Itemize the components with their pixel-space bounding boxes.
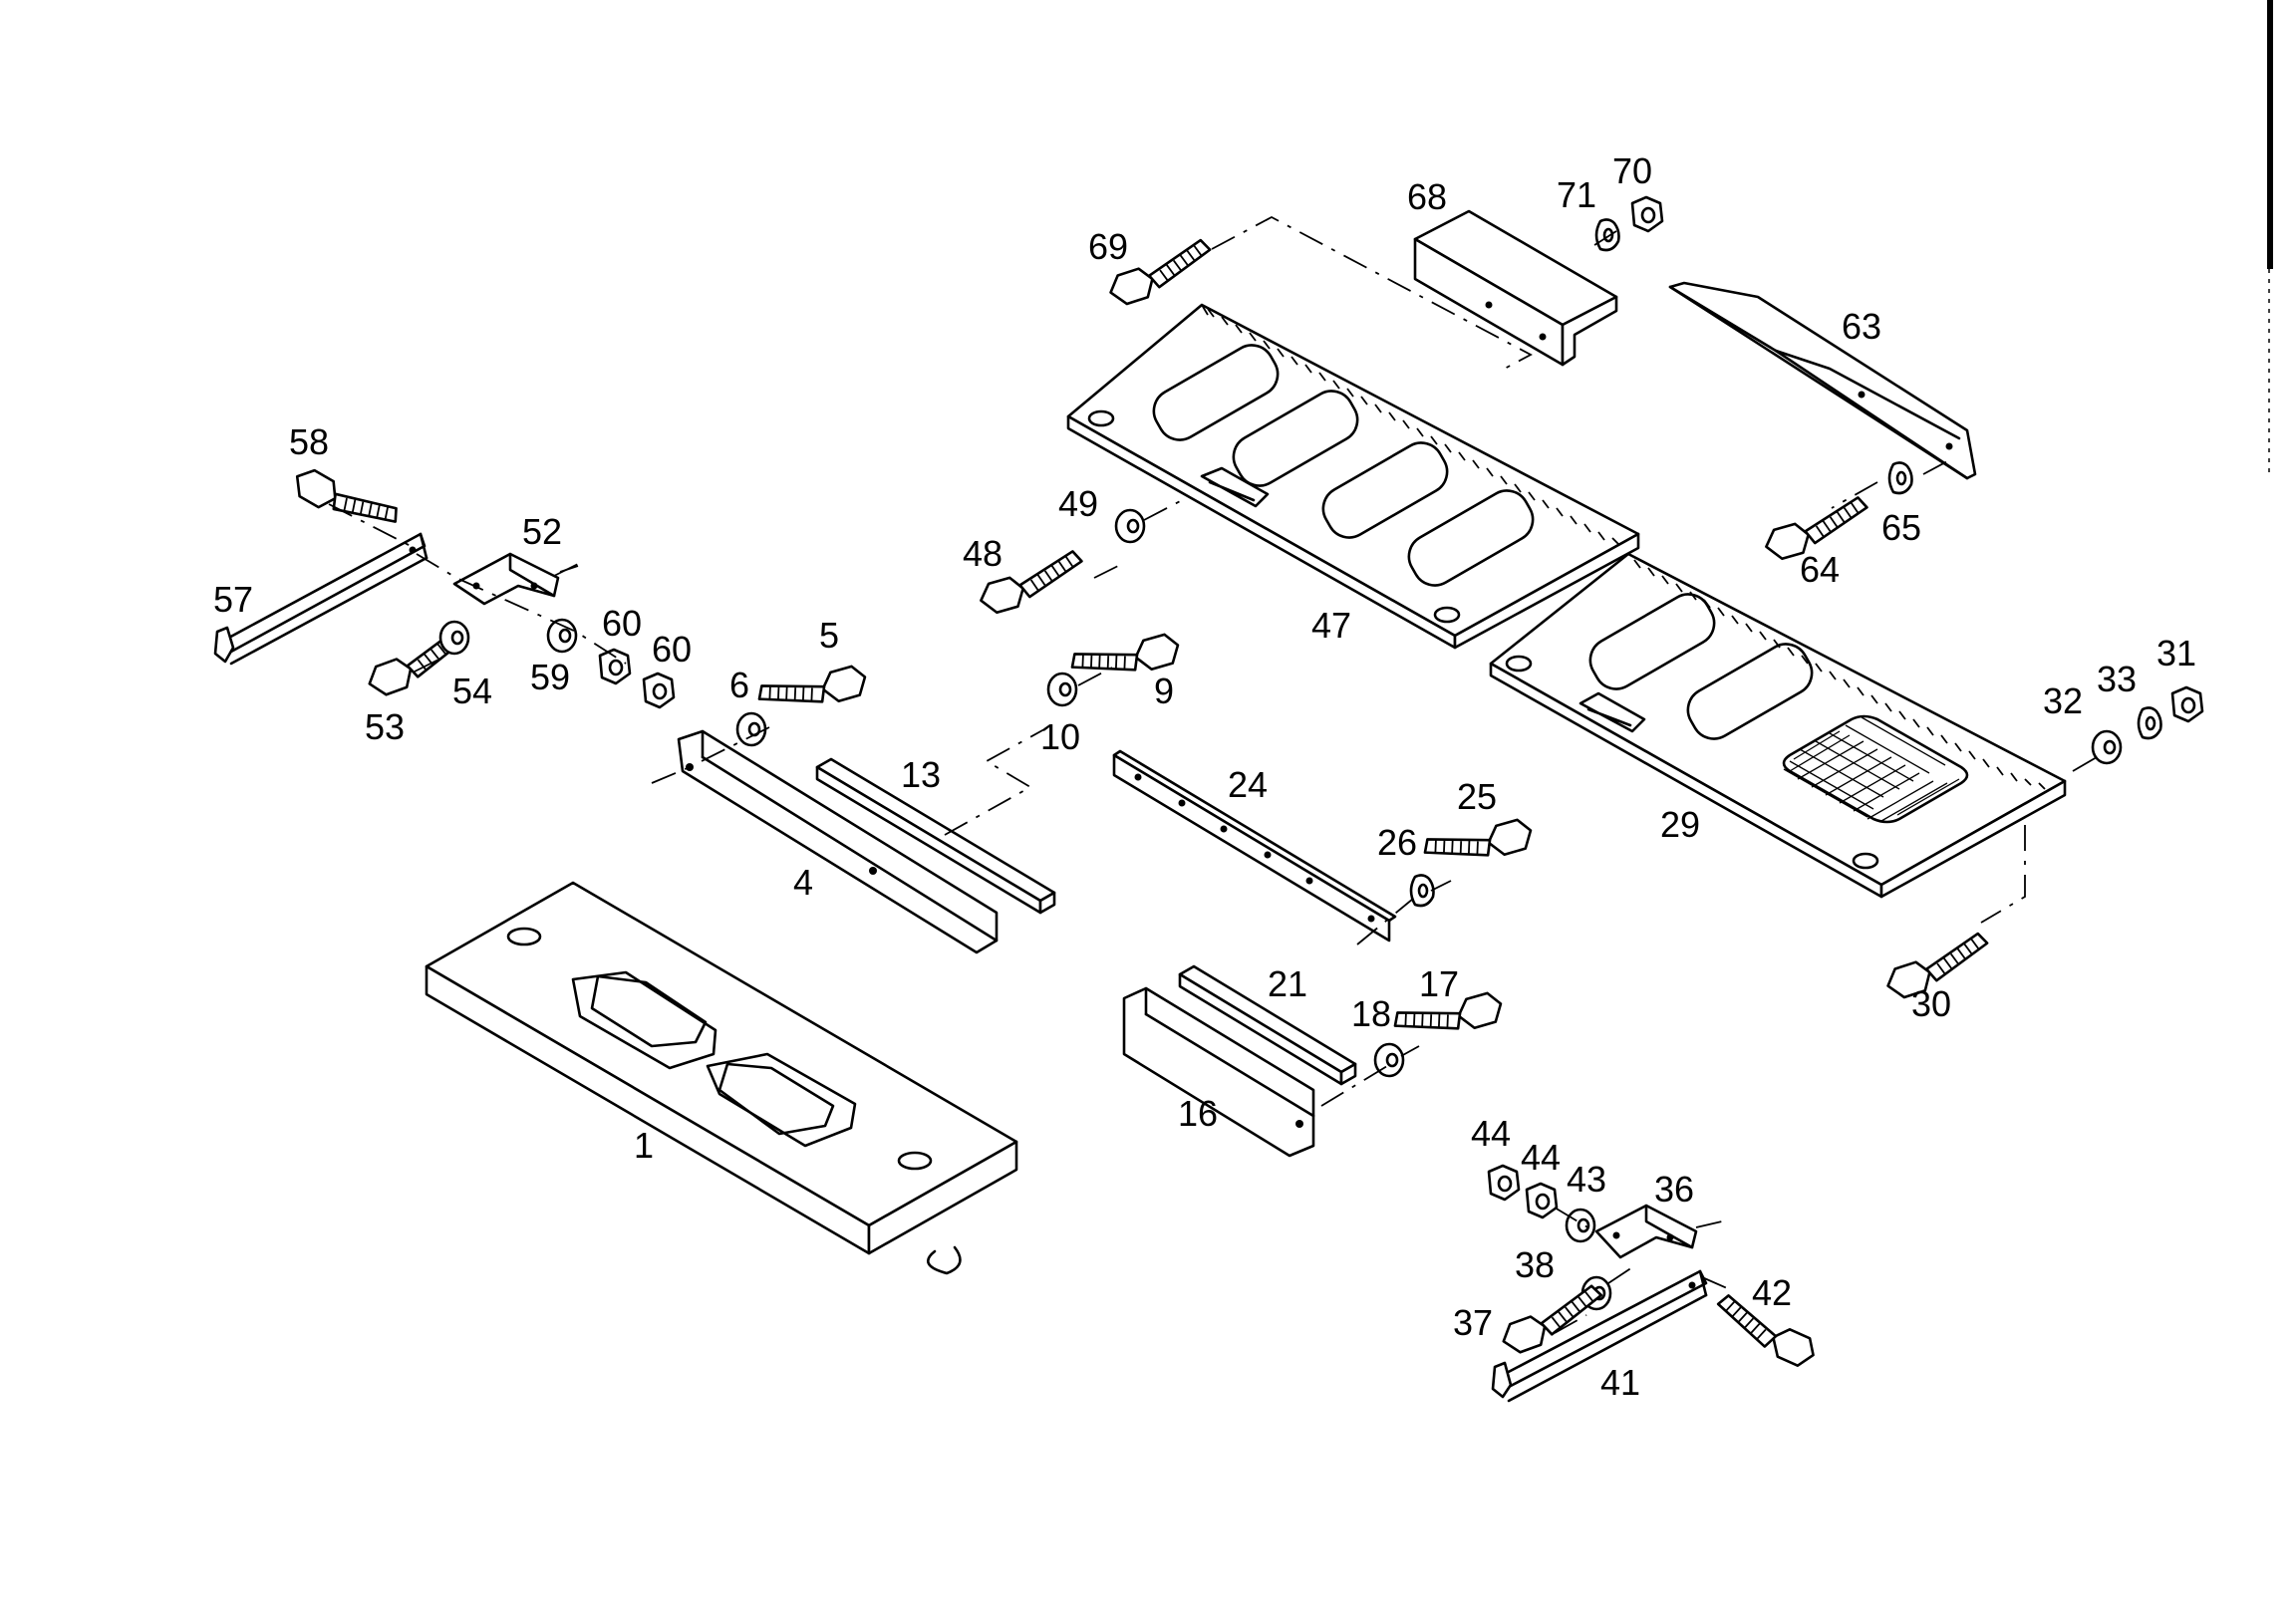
nut-60a <box>598 648 632 685</box>
callout-59: 59 <box>530 657 570 697</box>
washer-49 <box>1114 508 1146 544</box>
callout-6: 6 <box>729 665 749 705</box>
washer-10 <box>1046 672 1078 707</box>
callout-70: 70 <box>1612 150 1652 191</box>
callout-13: 13 <box>901 754 941 795</box>
callout-71: 71 <box>1557 174 1596 215</box>
callout-65: 65 <box>1881 507 1921 548</box>
lockwasher-26 <box>1409 874 1435 908</box>
callout-17: 17 <box>1419 963 1459 1004</box>
part-24-strip <box>1112 749 1397 943</box>
callout-54: 54 <box>452 671 492 711</box>
nut-31 <box>2170 685 2204 723</box>
callout-5: 5 <box>819 615 839 656</box>
callout-52: 52 <box>522 511 562 552</box>
part-57-tie-rod <box>213 532 429 666</box>
bolt-5 <box>754 657 871 723</box>
part-41-tie-rod <box>1491 1269 1708 1403</box>
callout-47: 47 <box>1311 605 1351 646</box>
callout-42: 42 <box>1752 1272 1792 1313</box>
part-1-base-plate <box>425 881 1018 1275</box>
hinge-row-29 <box>1633 559 2046 790</box>
part-36-bracket <box>1594 1204 1698 1259</box>
lockwasher-71 <box>1594 218 1620 252</box>
callout-49: 49 <box>1058 483 1098 524</box>
part-4-angle-rail <box>677 729 999 954</box>
nut-60b <box>642 672 676 709</box>
callout-53: 53 <box>365 706 405 747</box>
part-29-grid-plate <box>1489 552 2067 899</box>
callout-18: 18 <box>1351 993 1391 1034</box>
hinge-row-47 <box>1207 308 1619 545</box>
callout-63: 63 <box>1842 306 1881 347</box>
callout-24: 24 <box>1228 764 1268 805</box>
callout-21: 21 <box>1268 963 1307 1004</box>
callout-32: 32 <box>2043 680 2083 721</box>
callout-41: 41 <box>1600 1362 1640 1403</box>
part-21-bar <box>1178 964 1357 1086</box>
callout-44b: 44 <box>1521 1137 1561 1178</box>
callout-43: 43 <box>1567 1159 1606 1200</box>
callout-33: 33 <box>2097 659 2137 699</box>
callout-31: 31 <box>2156 633 2196 674</box>
washer-54 <box>438 620 470 656</box>
callout-57: 57 <box>213 579 253 620</box>
part-13-bar <box>815 757 1056 915</box>
callout-labels: 1 4 5 6 9 10 13 16 17 18 21 24 25 26 29 … <box>213 150 2196 1403</box>
callout-10: 10 <box>1040 716 1080 757</box>
callout-48: 48 <box>963 533 1003 574</box>
nut-44b <box>1525 1182 1559 1219</box>
part-16-angle-rail <box>1122 986 1315 1158</box>
part-52-bracket <box>452 552 560 606</box>
part-47-top-plate <box>1066 303 1640 650</box>
callout-60a: 60 <box>602 603 642 644</box>
callout-58: 58 <box>289 421 329 462</box>
callout-37: 37 <box>1453 1302 1493 1343</box>
bolt-25 <box>1420 810 1537 877</box>
callout-36: 36 <box>1654 1169 1694 1210</box>
callout-64: 64 <box>1800 549 1840 590</box>
lockwasher-33 <box>2137 706 2162 740</box>
bolt-58 <box>287 455 404 546</box>
callout-29: 29 <box>1660 804 1700 845</box>
callout-16: 16 <box>1178 1093 1218 1134</box>
callout-26: 26 <box>1377 822 1417 863</box>
washer-6 <box>735 711 767 747</box>
bolt-37 <box>1494 1282 1612 1358</box>
callout-25: 25 <box>1457 776 1497 817</box>
callout-60b: 60 <box>652 629 692 670</box>
callout-30: 30 <box>1911 983 1951 1024</box>
nut-70 <box>1630 195 1664 233</box>
lockwasher-65 <box>1887 461 1913 495</box>
callout-44a: 44 <box>1471 1113 1511 1154</box>
nut-44a <box>1487 1164 1521 1202</box>
callout-38: 38 <box>1515 1244 1555 1285</box>
washer-43 <box>1565 1208 1596 1243</box>
callout-1: 1 <box>634 1125 654 1166</box>
washer-32 <box>2091 729 2123 765</box>
callout-4: 4 <box>793 862 813 903</box>
callout-9: 9 <box>1154 671 1174 711</box>
part-68-angle-block <box>1413 209 1618 367</box>
callout-69: 69 <box>1088 226 1128 267</box>
callout-68: 68 <box>1407 176 1447 217</box>
mesh-grid <box>1782 714 1969 824</box>
assembly-lines <box>328 215 2098 1334</box>
part-63-wedge-plate <box>1668 281 1977 480</box>
page-edge-bar <box>2267 0 2273 269</box>
